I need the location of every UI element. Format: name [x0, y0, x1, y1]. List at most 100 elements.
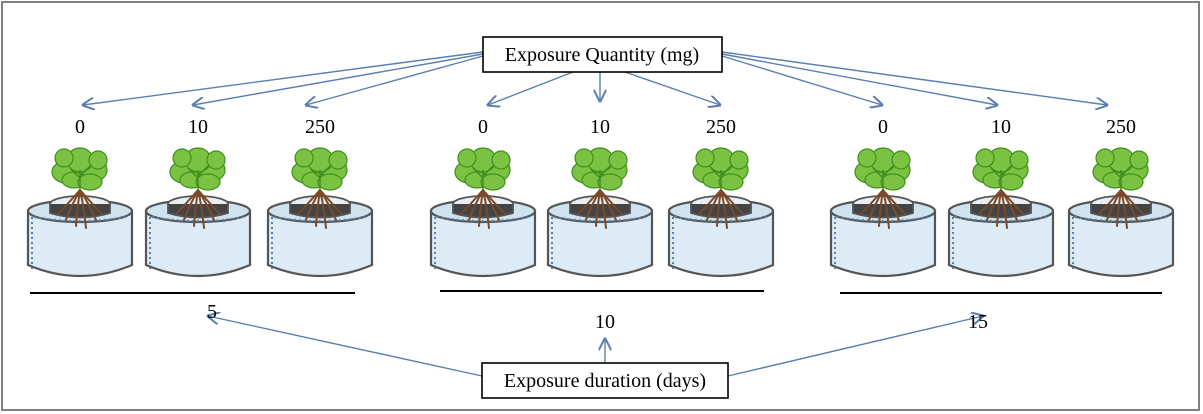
duration-label: 15: [968, 311, 988, 333]
water-container: [266, 209, 374, 278]
quantity-arrow-8: [721, 53, 997, 105]
leaf: [480, 173, 506, 191]
plant-pot: [429, 147, 537, 278]
leaf: [54, 148, 74, 168]
exposure-group-3: 0 10 250 15: [829, 116, 1175, 333]
leaf: [1129, 150, 1149, 170]
plant-pot: [26, 147, 134, 278]
quantity-label: 250: [305, 116, 335, 138]
root: [57, 189, 81, 215]
root: [577, 189, 601, 215]
leaf-veins: [187, 165, 209, 190]
net-pot-body: [970, 204, 1032, 219]
leaf: [891, 150, 911, 170]
leaf: [998, 173, 1024, 191]
quantity-label: 10: [590, 116, 610, 138]
net-pot-body: [569, 204, 631, 219]
leaf: [491, 150, 511, 170]
duration-label: 5: [207, 301, 217, 323]
quantity-arrow-6: [624, 71, 720, 105]
water-container: [947, 209, 1055, 278]
duration-arrow-1: [208, 316, 483, 377]
plant-leaves: [571, 147, 628, 191]
leaf-veins: [990, 165, 1012, 190]
water-container: [144, 209, 252, 278]
water-surface-mark: [33, 216, 127, 222]
plant-pot: [266, 147, 374, 278]
leaf: [206, 150, 226, 170]
plant-roots: [1098, 189, 1144, 229]
leaf: [328, 150, 348, 170]
plant-pot: [829, 147, 937, 278]
root: [175, 189, 199, 215]
plant-roots: [698, 189, 744, 229]
root: [978, 189, 1002, 215]
plant-leaves: [51, 147, 108, 191]
water-container: [546, 209, 654, 278]
plant-pot: [546, 147, 654, 278]
root: [882, 189, 906, 215]
leaf: [1009, 150, 1029, 170]
quantity-label: 0: [75, 116, 85, 138]
plant-roots: [577, 189, 623, 229]
quantity-arrow-9: [721, 51, 1107, 105]
water-surface-mark: [674, 216, 768, 222]
leaf: [975, 148, 995, 168]
quantity-arrow-4: [488, 71, 574, 105]
leaf: [597, 173, 623, 191]
net-pot-body: [690, 204, 752, 219]
leaf: [317, 173, 343, 191]
duration-arrow-3: [727, 316, 983, 377]
quantity-arrow-3: [306, 55, 484, 105]
leaf-veins: [710, 165, 732, 190]
leaf-veins: [872, 165, 894, 190]
leaf-veins: [472, 165, 494, 190]
water-surface-mark: [436, 216, 530, 222]
root: [482, 189, 506, 215]
leaf-veins: [589, 165, 611, 190]
leaf: [88, 150, 108, 170]
leaf: [1118, 173, 1144, 191]
root: [860, 189, 884, 215]
leaf-veins: [309, 165, 331, 190]
plant-leaves: [692, 147, 749, 191]
exposure-group-1: 0 10 250 5: [26, 116, 374, 323]
plant-roots: [860, 189, 906, 229]
root: [1098, 189, 1122, 215]
quantity-arrow-1: [83, 51, 484, 105]
water-surface-mark: [836, 216, 930, 222]
root: [720, 189, 744, 215]
root: [1120, 189, 1144, 215]
net-pot-body: [852, 204, 914, 219]
quantity-label: 10: [188, 116, 208, 138]
plant-leaves: [454, 147, 511, 191]
leaf: [172, 148, 192, 168]
leaf: [880, 173, 906, 191]
leaf-veins: [1110, 165, 1132, 190]
leaf: [195, 173, 221, 191]
net-pot-body: [452, 204, 514, 219]
root: [599, 189, 623, 215]
plant-pot: [947, 147, 1055, 278]
exposure-duration-box: Exposure duration (days): [481, 362, 729, 399]
net-pot-body: [167, 204, 229, 219]
net-pot-body: [49, 204, 111, 219]
water-surface-mark: [954, 216, 1048, 222]
plant-leaves: [854, 147, 911, 191]
plant-roots: [460, 189, 506, 229]
plant-roots: [57, 189, 103, 229]
plant-pot: [1067, 147, 1175, 278]
net-pot-body: [289, 204, 351, 219]
plant-leaves: [1092, 147, 1149, 191]
leaf: [457, 148, 477, 168]
exposure-quantity-box: Exposure Quantity (mg): [482, 36, 723, 73]
root: [698, 189, 722, 215]
quantity-label: 0: [878, 116, 888, 138]
quantity-label: 10: [991, 116, 1011, 138]
quantity-label: 250: [1106, 116, 1136, 138]
root: [297, 189, 321, 215]
water-surface-mark: [151, 216, 245, 222]
leaf: [294, 148, 314, 168]
plant-pot: [667, 147, 775, 278]
